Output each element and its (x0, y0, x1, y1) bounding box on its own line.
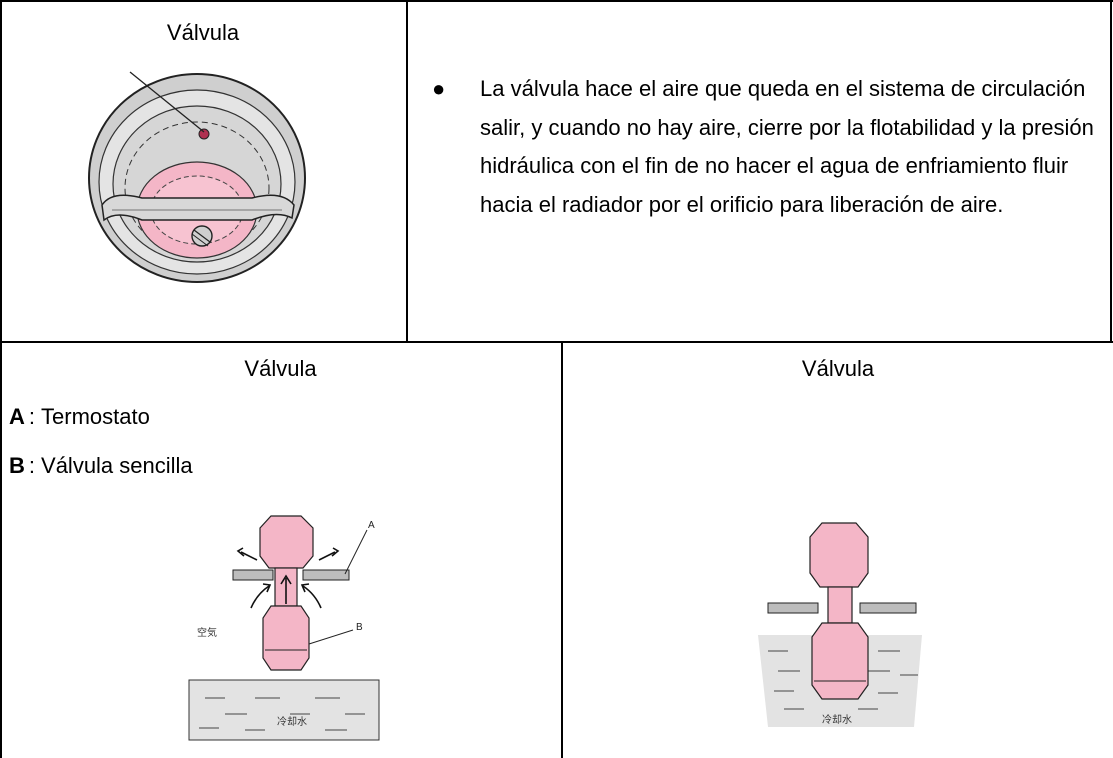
water-label-left: 冷却水 (277, 715, 307, 728)
legend-key-a: A (9, 404, 25, 429)
legend-item-a: A:Termostato (9, 404, 150, 429)
figure-label-b: B (356, 622, 363, 633)
legend-text-a: Termostato (41, 404, 150, 429)
valve-closed-illustration: 冷却水 (758, 522, 922, 727)
valve-top-view-illustration (88, 71, 306, 283)
table-border-left (0, 0, 2, 758)
figure-label-a: A (368, 520, 375, 531)
table-border-top (0, 0, 1113, 2)
valve-caption-bottom-left: Válvula (244, 356, 317, 381)
bullet-icon: ● (432, 76, 446, 101)
water-label-right: 冷却水 (822, 713, 852, 726)
table-row-divider (0, 341, 1113, 343)
valve-open-illustration: 冷却水 A B 空気 (188, 515, 380, 741)
air-label: 空気 (197, 626, 217, 639)
valve-caption-top: Válvula (166, 20, 240, 45)
table-col-divider-bottom (561, 341, 563, 758)
legend-item-b: B:Válvula sencilla (9, 453, 193, 478)
valve-caption-bottom-right: Válvula (801, 356, 875, 381)
table-border-right-top (1110, 0, 1112, 343)
legend-text-b: Válvula sencilla (41, 453, 193, 478)
legend-key-b: B (9, 453, 25, 478)
valve-description: La válvula hace el aire que queda en el … (480, 76, 1094, 217)
table-col-divider-top (406, 0, 408, 343)
